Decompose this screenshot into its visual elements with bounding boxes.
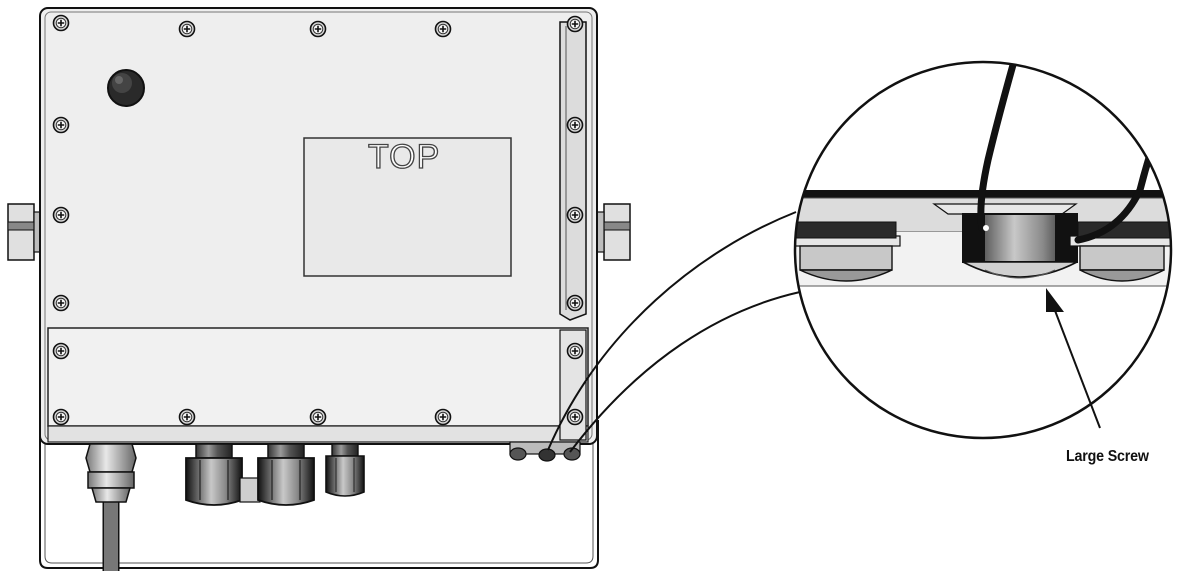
right-knob [593, 203, 631, 261]
label-area [303, 137, 512, 277]
cable-gland-2 [185, 443, 243, 506]
gland-bridge [239, 477, 261, 503]
left-knob [7, 203, 45, 261]
zoom-leader-lines [547, 211, 801, 453]
large-screw-label: Large Screw [1066, 448, 1149, 465]
top-panel-label: TOP [367, 137, 441, 176]
mounting-bracket [39, 420, 599, 569]
cable-gland-4 [325, 443, 365, 497]
cable-gland-1 [85, 443, 137, 571]
callout-arrow [1046, 288, 1101, 429]
cable-gland-3 [257, 443, 315, 506]
round-button [107, 69, 145, 107]
zoom-detail [793, 60, 1173, 440]
bottom-screw-group [509, 441, 581, 462]
